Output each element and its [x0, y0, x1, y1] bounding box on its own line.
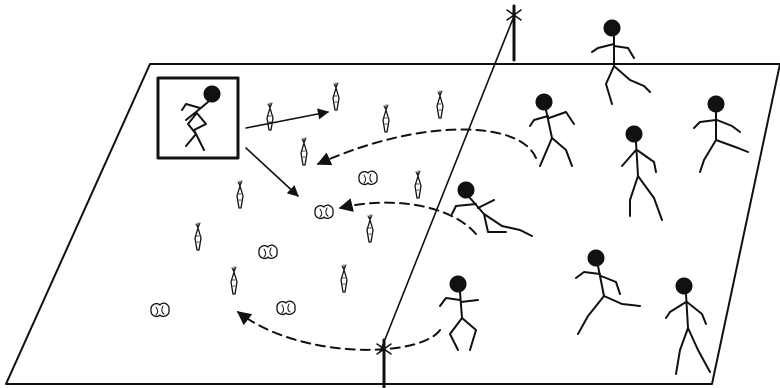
carrot-icon — [195, 223, 201, 250]
crouching-figure — [182, 86, 220, 150]
dashed-arrow-bottom — [238, 312, 440, 350]
runner-figure — [452, 182, 532, 236]
center-rope — [380, 16, 514, 352]
carrot-icon — [237, 181, 243, 208]
runner-figure — [622, 126, 662, 220]
start-box — [158, 78, 238, 158]
arrow-to-carrots — [246, 112, 328, 128]
carrot-icon — [267, 103, 273, 130]
cabbages — [151, 171, 377, 316]
carrot-icon — [231, 267, 237, 294]
carrot-icon — [367, 215, 373, 242]
runner-figure — [530, 94, 574, 166]
carrot-icon — [333, 83, 339, 110]
carrot-icon — [301, 138, 307, 165]
runner-figure — [576, 250, 640, 334]
carrot-icon — [341, 265, 347, 292]
cabbage-icon — [315, 205, 333, 218]
carrot-icon — [415, 171, 421, 198]
cabbage-icon — [259, 245, 277, 258]
runner-figure — [666, 278, 710, 374]
runner-figure — [694, 96, 748, 172]
post-top — [507, 6, 521, 60]
cabbage-icon — [359, 171, 377, 184]
post-bottom — [377, 340, 391, 388]
dashed-arrow-top — [318, 129, 536, 164]
cabbage-icon — [277, 301, 295, 314]
carrot-icon — [383, 105, 389, 132]
runner-figure — [440, 276, 478, 350]
runner-figure — [592, 20, 650, 104]
carrots — [195, 83, 443, 294]
arrow-to-cabbage — [246, 148, 298, 196]
carrot-icon — [437, 91, 443, 118]
cabbage-icon — [151, 303, 169, 316]
field-boundary — [6, 64, 780, 384]
